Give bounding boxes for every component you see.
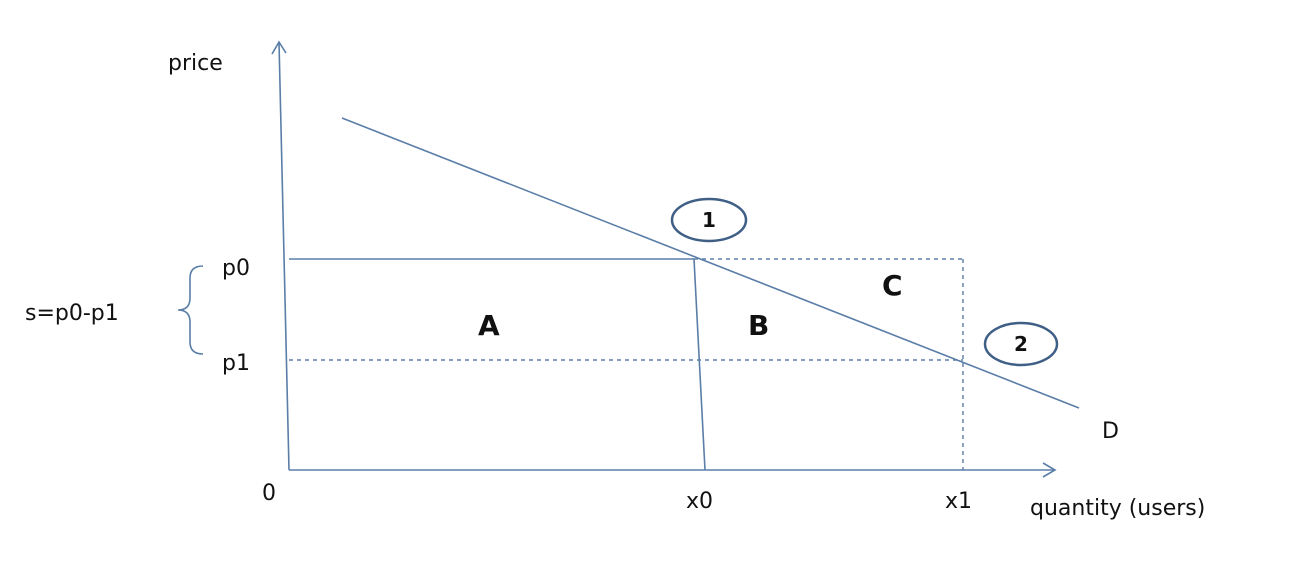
point-1-circle <box>670 197 748 243</box>
p0-label: p0 <box>222 256 250 281</box>
x-axis-arrowhead <box>1042 462 1057 478</box>
subsidy-brace <box>177 265 204 355</box>
x0-label: x0 <box>686 489 713 514</box>
area-lines-solid <box>289 258 706 471</box>
subsidy-label: s=p0-p1 <box>25 301 119 326</box>
point-2-circle <box>983 321 1059 367</box>
demand-curve <box>341 117 1080 409</box>
origin-label: 0 <box>262 481 276 506</box>
y-axis-line <box>278 41 290 471</box>
region-a-label: A <box>478 309 500 342</box>
region-b-label: B <box>748 309 769 342</box>
x-axis-label: quantity (users) <box>1030 496 1205 521</box>
point-2-label: 2 <box>1014 332 1028 356</box>
region-c-label: C <box>882 269 903 302</box>
demand-label: D <box>1102 419 1119 444</box>
area-lines-dashed <box>289 258 964 470</box>
p1-label: p1 <box>222 351 250 376</box>
axes <box>271 40 1057 478</box>
y-axis-label: price <box>168 51 223 76</box>
point-1-label: 1 <box>702 208 716 232</box>
x1-label: x1 <box>945 489 972 514</box>
y-axis-arrowhead <box>271 40 287 55</box>
x0-quantity-line <box>693 258 706 471</box>
